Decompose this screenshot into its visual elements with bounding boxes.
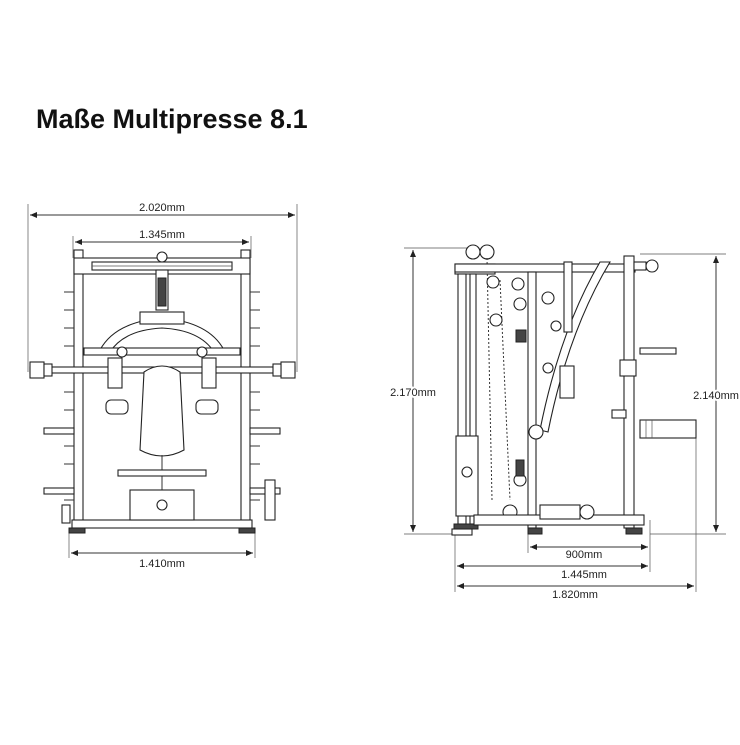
dim-total-width-label: 2.020mm bbox=[139, 202, 185, 214]
dim-height-right-label: 2.140mm bbox=[693, 390, 739, 402]
page-title: Maße Multipresse 8.1 bbox=[36, 104, 308, 134]
front-view: 2.020mm 1.345mm 1.410mm bbox=[27, 202, 298, 570]
dimension-base-width: 1.410mm bbox=[68, 530, 256, 570]
rear-tower bbox=[451, 244, 496, 536]
dim-frame-width-label: 1.345mm bbox=[139, 229, 185, 241]
dimension-frame-width: 1.345mm bbox=[72, 229, 252, 258]
dimension-depth-total: 1.820mm bbox=[454, 430, 697, 601]
press-arms bbox=[83, 311, 241, 358]
dimension-height-total: 2.170mm bbox=[388, 247, 470, 535]
bench bbox=[105, 357, 219, 521]
left-post-hooks bbox=[64, 291, 74, 501]
dim-depth-inner-label: 900mm bbox=[566, 549, 603, 561]
side-base bbox=[473, 504, 645, 535]
storage-pegs bbox=[43, 427, 281, 524]
center-column bbox=[155, 251, 169, 311]
dimension-height-right: 2.140mm bbox=[640, 253, 740, 535]
top-adjusters bbox=[611, 259, 697, 439]
dim-height-total-label: 2.170mm bbox=[390, 387, 436, 399]
dim-depth-total-label: 1.820mm bbox=[552, 589, 598, 601]
main-upright bbox=[454, 255, 637, 529]
dim-depth-frame-label: 1.445mm bbox=[561, 569, 607, 581]
dim-base-width-label: 1.410mm bbox=[139, 558, 185, 570]
dimension-depth-frame: 1.445mm bbox=[454, 534, 651, 581]
dimension-total-width: 2.020mm bbox=[27, 202, 298, 372]
cable-system bbox=[486, 257, 527, 520]
dimension-depth-inner: 900mm bbox=[527, 520, 651, 561]
right-post-hooks bbox=[250, 291, 260, 501]
side-view: 2.170mm 2.140mm 900mm 1.445mm bbox=[388, 244, 740, 601]
